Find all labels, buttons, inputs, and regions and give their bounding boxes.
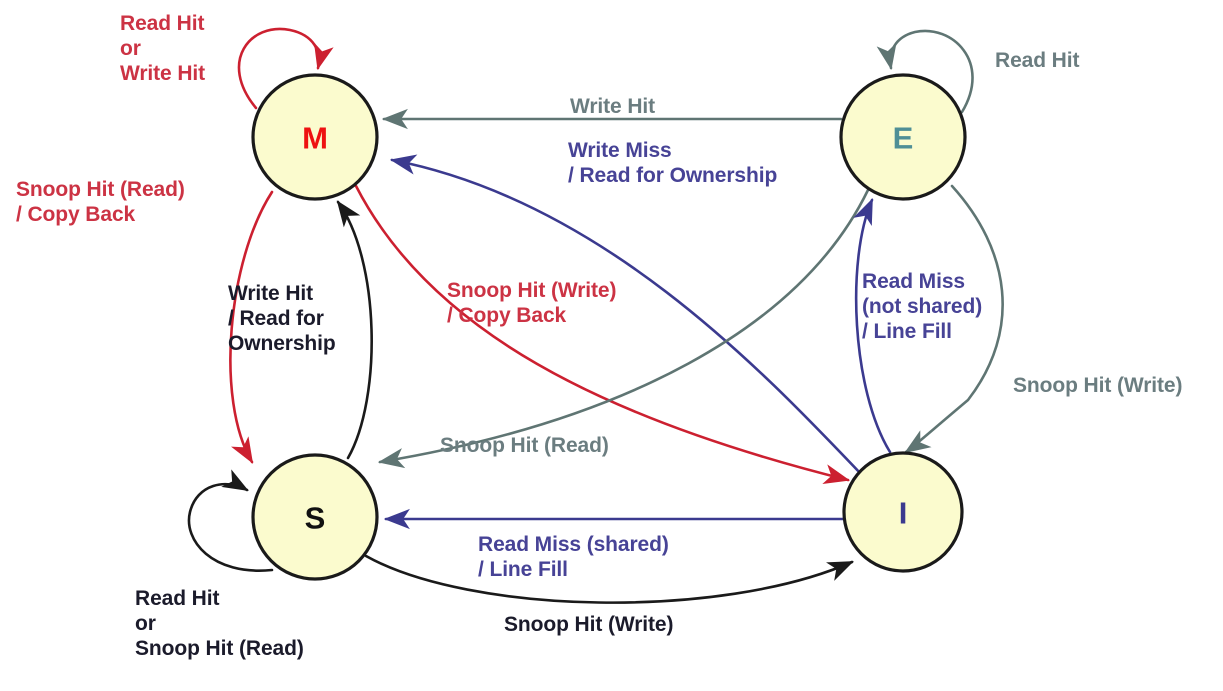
edge-e-to-s — [377, 188, 870, 469]
node-s[interactable]: S — [251, 453, 379, 581]
edge-e-to-i — [904, 184, 1004, 454]
edge-e-self-loop — [876, 29, 974, 114]
edge-label-e-self-loop: Read Hit — [995, 49, 1080, 72]
edge-m-to-i — [354, 184, 851, 485]
node-e-label: E — [893, 121, 914, 156]
node-s-label: S — [305, 501, 326, 536]
node-m-label: M — [302, 121, 328, 156]
edge-label-snoop-hit-read: Snoop Hit (Read) — [440, 434, 609, 457]
edge-i-to-m — [389, 154, 863, 476]
edge-label-snoop-hit-write-right: Snoop Hit (Write) — [1013, 374, 1183, 397]
edge-label-snoop-hit-write-bottom: Snoop Hit (Write) — [504, 613, 674, 636]
edge-i-to-e — [853, 198, 892, 454]
edge-s-to-m — [336, 200, 373, 460]
edge-label-snoop-hit-read-copy-back: Snoop Hit (Read)/ Copy Back — [16, 178, 185, 227]
edge-label-read-miss-shared: Read Miss (shared)/ Line Fill — [478, 533, 669, 582]
node-e[interactable]: E — [839, 73, 967, 201]
node-i[interactable]: I — [842, 451, 964, 573]
edge-m-self-loop — [237, 27, 334, 110]
edge-label-write-hit: Write Hit — [570, 95, 656, 118]
edge-m-to-s — [229, 190, 274, 464]
edge-label-read-miss-not-shared: Read Miss(not shared)/ Line Fill — [862, 270, 983, 344]
edge-s-to-i — [364, 554, 854, 604]
node-i-circle[interactable] — [842, 451, 964, 573]
edge-label-write-miss-rfo: Write Miss/ Read for Ownership — [568, 139, 778, 188]
node-i-label: I — [899, 496, 908, 531]
node-m-circle[interactable] — [251, 73, 379, 201]
node-s-circle[interactable] — [251, 453, 379, 581]
edge-s-self-loop — [187, 469, 274, 572]
edge-label-snoop-hit-write-copy-back: Snoop Hit (Write)/ Copy Back — [447, 279, 617, 328]
node-m[interactable]: M — [251, 73, 379, 201]
node-e-circle[interactable] — [839, 73, 967, 201]
